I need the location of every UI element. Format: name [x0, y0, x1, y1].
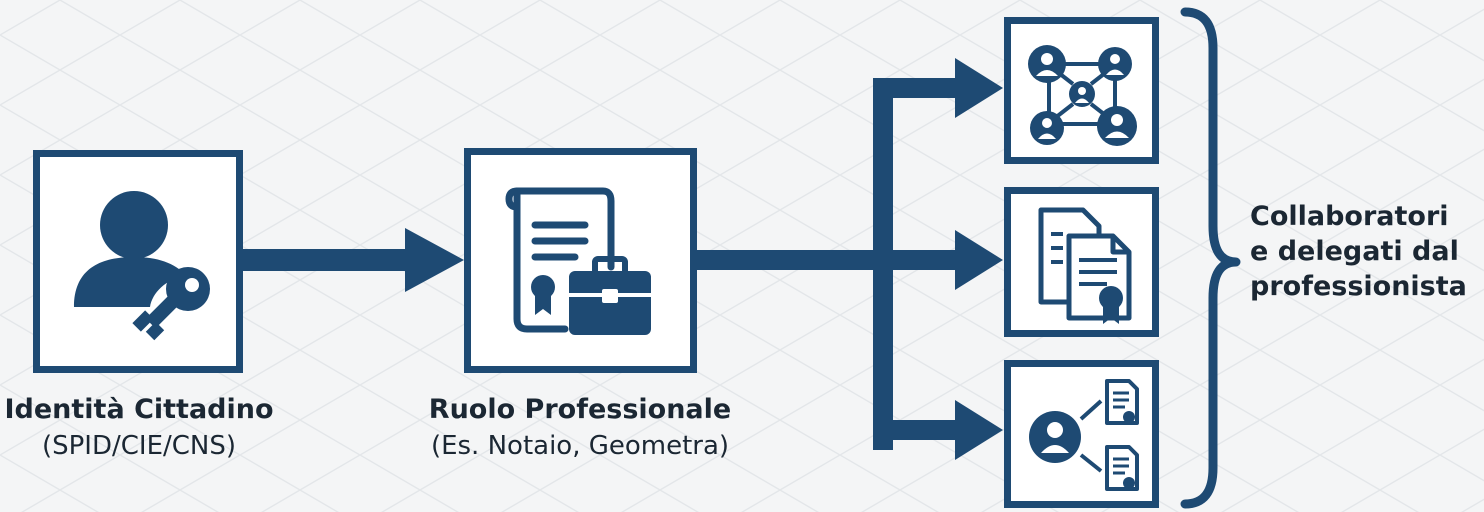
- branch-middle: [893, 250, 963, 270]
- branch-bottom: [873, 420, 963, 440]
- role-label: Ruolo Professionale (Es. Notaio, Geometr…: [404, 392, 756, 464]
- role-node: [464, 148, 697, 373]
- arrowhead-role: [405, 228, 464, 292]
- identity-node: [33, 150, 243, 373]
- certificate-briefcase-icon: [505, 187, 651, 335]
- user-key-icon: [74, 191, 210, 341]
- user-documents-icon: [1029, 379, 1139, 491]
- collaborators-label-line-2: e delegati dal: [1250, 236, 1459, 267]
- output-node-user-documents: [1004, 360, 1159, 508]
- identity-label: Identità Cittadino (SPID/CIE/CNS): [0, 392, 278, 464]
- role-title: Ruolo Professionale: [428, 394, 732, 425]
- grouping-brace: [1180, 7, 1241, 509]
- role-subtitle: (Es. Notaio, Geometra): [430, 431, 730, 461]
- output-node-network: [1004, 17, 1159, 164]
- arrow-identity-to-role: [243, 249, 413, 271]
- identity-subtitle: (SPID/CIE/CNS): [41, 431, 237, 461]
- collaborators-label: Collaboratori e delegati dal professioni…: [1250, 199, 1480, 304]
- branch-top: [873, 78, 963, 98]
- arrowhead-middle: [955, 230, 1003, 290]
- identity-title: Identità Cittadino: [4, 394, 274, 425]
- output-node-documents: [1004, 187, 1159, 337]
- arrowhead-bottom: [955, 400, 1003, 460]
- arrowhead-top: [955, 58, 1003, 118]
- collaborators-label-line-1: Collaboratori: [1250, 201, 1449, 232]
- certified-documents-icon: [1038, 207, 1132, 324]
- collaborators-label-line-3: professionista: [1250, 271, 1467, 302]
- branch-trunk: [873, 78, 893, 450]
- user-network-icon: [1028, 45, 1137, 146]
